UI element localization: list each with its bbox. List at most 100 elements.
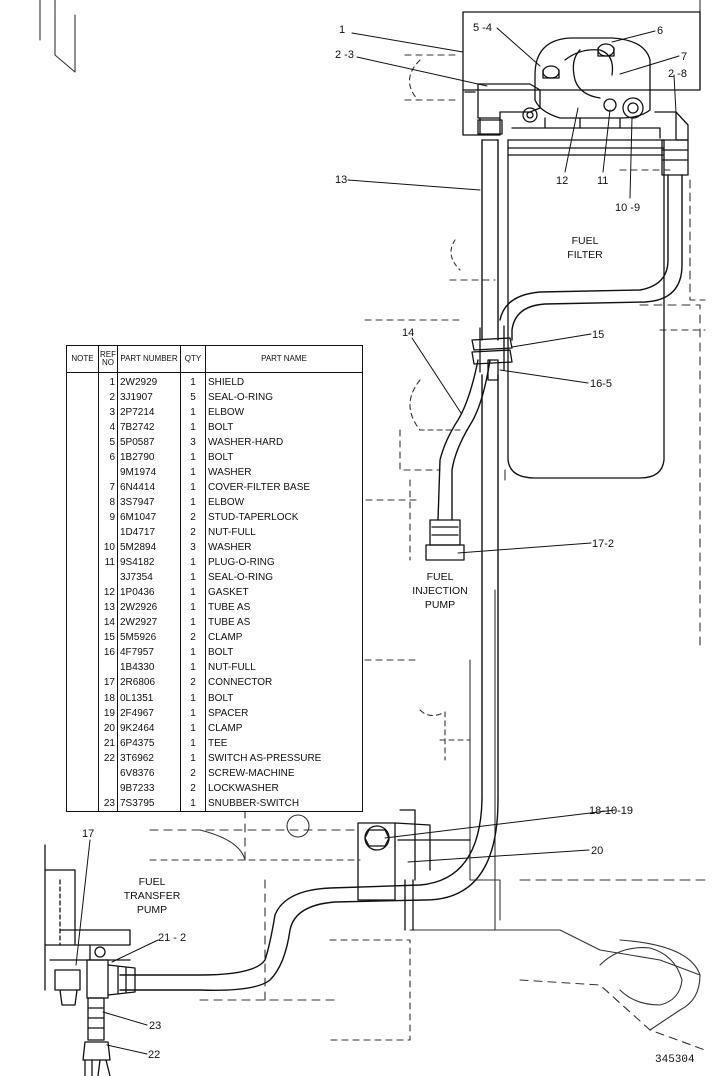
cell-qty: 1 [180, 751, 206, 767]
cell-part-name: COVER-FILTER BASE [205, 480, 363, 496]
cell-note [66, 796, 99, 812]
cell-part-name: SEAL-O-RING [205, 570, 363, 586]
cell-note [66, 781, 99, 797]
cell-part-number: 0L1351 [117, 690, 181, 707]
cell-note [66, 585, 99, 601]
cell-note [66, 600, 99, 616]
header-part-number: PART NUMBER [117, 345, 181, 373]
cell-qty: 1 [180, 570, 206, 586]
cell-part-number: 7B2742 [117, 420, 181, 436]
cell-ref-no: 1 [98, 372, 118, 391]
cell-qty: 2 [180, 630, 206, 646]
injection-pump-label-line3: PUMP [425, 599, 455, 611]
cell-note [66, 721, 99, 737]
callout-labels: 1 2 -3 5 -4 6 7 2 -8 13 12 11 10 -9 14 1… [82, 22, 687, 1061]
callout-17: 17 [82, 828, 94, 840]
cell-ref-no: 9 [98, 510, 118, 526]
clamp-15 [471, 325, 513, 381]
cell-part-number: 2F4967 [117, 706, 181, 722]
fuel-filter-label-line1: FUEL [572, 235, 599, 247]
callout-20: 20 [591, 845, 603, 857]
callout-10-9: 10 -9 [615, 202, 640, 214]
component-labels: FUEL FILTER FUEL INJECTION PUMP FUEL TRA… [124, 235, 603, 916]
cell-part-name: SEAL-O-RING [205, 390, 363, 406]
cell-qty: 1 [180, 372, 206, 391]
cell-ref-no: 5 [98, 435, 118, 451]
cell-part-name: WASHER-HARD [205, 435, 363, 451]
cell-note [66, 420, 99, 436]
cell-ref-no: 7 [98, 480, 118, 496]
cell-ref-no: 13 [98, 600, 118, 616]
cell-part-number: 4F7957 [117, 645, 181, 661]
cell-note [66, 751, 99, 767]
callout-11: 11 [597, 175, 608, 187]
cell-qty: 1 [180, 420, 206, 436]
table-header-row: NOTE REF NO PART NUMBER QTY PART NAME [66, 345, 363, 373]
cell-qty: 1 [180, 555, 206, 571]
cell-part-number: 2W2926 [117, 600, 181, 616]
cell-part-name: SWITCH AS-PRESSURE [205, 751, 363, 767]
cell-part-number: 7S3795 [117, 796, 181, 812]
cell-ref-no: 11 [98, 555, 118, 571]
supply-tube [119, 799, 499, 991]
cell-qty: 1 [180, 495, 206, 511]
filter-base-cover [522, 37, 651, 129]
cell-ref-no: 21 [98, 736, 118, 752]
cell-part-name: NUT-FULL [205, 525, 363, 541]
cell-part-name: LOCKWASHER [205, 781, 363, 797]
cell-ref-no [98, 766, 118, 782]
cell-part-name: CLAMP [205, 721, 363, 737]
injection-pump-label-line1: FUEL [427, 571, 454, 583]
cell-ref-no: 20 [98, 721, 118, 737]
shield [462, 11, 701, 136]
cell-note [66, 510, 99, 526]
cell-note [66, 540, 99, 556]
cell-part-number: 9S4182 [117, 555, 181, 571]
cell-part-number: 9B7233 [117, 781, 181, 797]
cell-part-name: ELBOW [205, 405, 363, 421]
cell-ref-no: 17 [98, 675, 118, 691]
cell-ref-no: 22 [98, 751, 118, 767]
transfer-pump-label-line3: PUMP [137, 904, 167, 916]
cell-part-name: WASHER [205, 465, 363, 481]
cell-note [66, 450, 99, 466]
cell-part-name: BOLT [205, 450, 363, 466]
cell-qty: 2 [180, 781, 206, 797]
fuel-filter-label-line2: FILTER [567, 249, 603, 261]
cell-ref-no: 18 [98, 690, 118, 707]
cell-qty: 1 [180, 736, 206, 752]
callout-14: 14 [402, 327, 414, 339]
cell-part-name: GASKET [205, 585, 363, 601]
cell-ref-no: 23 [98, 796, 118, 812]
cell-note [66, 480, 99, 496]
cell-part-number: 2P7214 [117, 405, 181, 421]
cell-note [66, 736, 99, 752]
callout-2-3: 2 -3 [335, 49, 354, 61]
cell-note [66, 525, 99, 541]
cell-part-number: 9K2464 [117, 721, 181, 737]
header-ref-no: REF NO [98, 345, 118, 373]
right-elbow [654, 111, 689, 176]
cell-part-number: 3J1907 [117, 390, 181, 406]
cell-part-name: SCREW-MACHINE [205, 766, 363, 782]
cell-ref-no: 4 [98, 420, 118, 436]
cell-part-number: 6M1047 [117, 510, 181, 526]
cell-note [66, 690, 99, 707]
cell-part-number: 2W2929 [117, 372, 181, 391]
cell-ref-no [98, 570, 118, 586]
